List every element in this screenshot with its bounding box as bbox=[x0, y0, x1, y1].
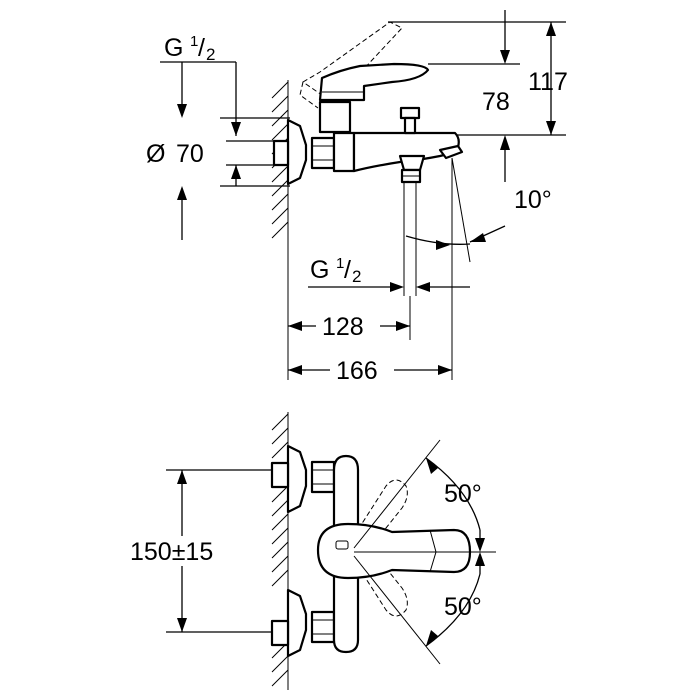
faucet-body-side bbox=[272, 62, 464, 296]
ghost-lever bbox=[299, 21, 403, 109]
thread-outlet-numerator: 1 bbox=[336, 255, 344, 272]
thread-top-slash: / bbox=[198, 34, 205, 62]
ghost-levers bbox=[353, 479, 408, 617]
height-78: 78 bbox=[482, 88, 510, 116]
thread-top-denominator: 2 bbox=[206, 45, 215, 64]
thread-top-label: G 1 / 2 bbox=[160, 33, 241, 136]
centers-value: 150±15 bbox=[130, 538, 213, 566]
height-dimensions: 78 117 bbox=[388, 10, 568, 182]
diameter-dimension: Ø 70 bbox=[146, 117, 290, 240]
thread-top-numerator: 1 bbox=[190, 33, 198, 50]
wall-hatch-bottom bbox=[271, 412, 289, 690]
thread-outlet-denominator: 2 bbox=[352, 267, 361, 286]
angle-10-dimension: 10° bbox=[405, 157, 552, 296]
thread-outlet-label: G 1 / 2 bbox=[308, 255, 470, 292]
angle-50-dimensions: 50° 50° bbox=[353, 439, 496, 665]
depth-166: 166 bbox=[336, 357, 378, 385]
diameter-value: 70 bbox=[176, 140, 204, 168]
height-117: 117 bbox=[528, 68, 568, 96]
depth-128: 128 bbox=[322, 313, 364, 341]
angle-10: 10° bbox=[514, 186, 552, 214]
thread-outlet-letter: G bbox=[310, 256, 329, 284]
thread-outlet-slash: / bbox=[344, 256, 351, 284]
faucet-body-front bbox=[270, 444, 472, 658]
angle-upper: 50° bbox=[444, 480, 482, 508]
depth-dimensions: 128 166 bbox=[287, 186, 453, 385]
diameter-symbol: Ø bbox=[146, 140, 165, 168]
side-view: G 1 / 2 Ø 70 bbox=[146, 10, 568, 385]
centers-dimension: 150±15 bbox=[130, 469, 272, 633]
angle-lower: 50° bbox=[444, 593, 482, 621]
thread-top-letter: G bbox=[164, 34, 183, 62]
front-view: 150±15 50° 50° bbox=[130, 412, 496, 690]
